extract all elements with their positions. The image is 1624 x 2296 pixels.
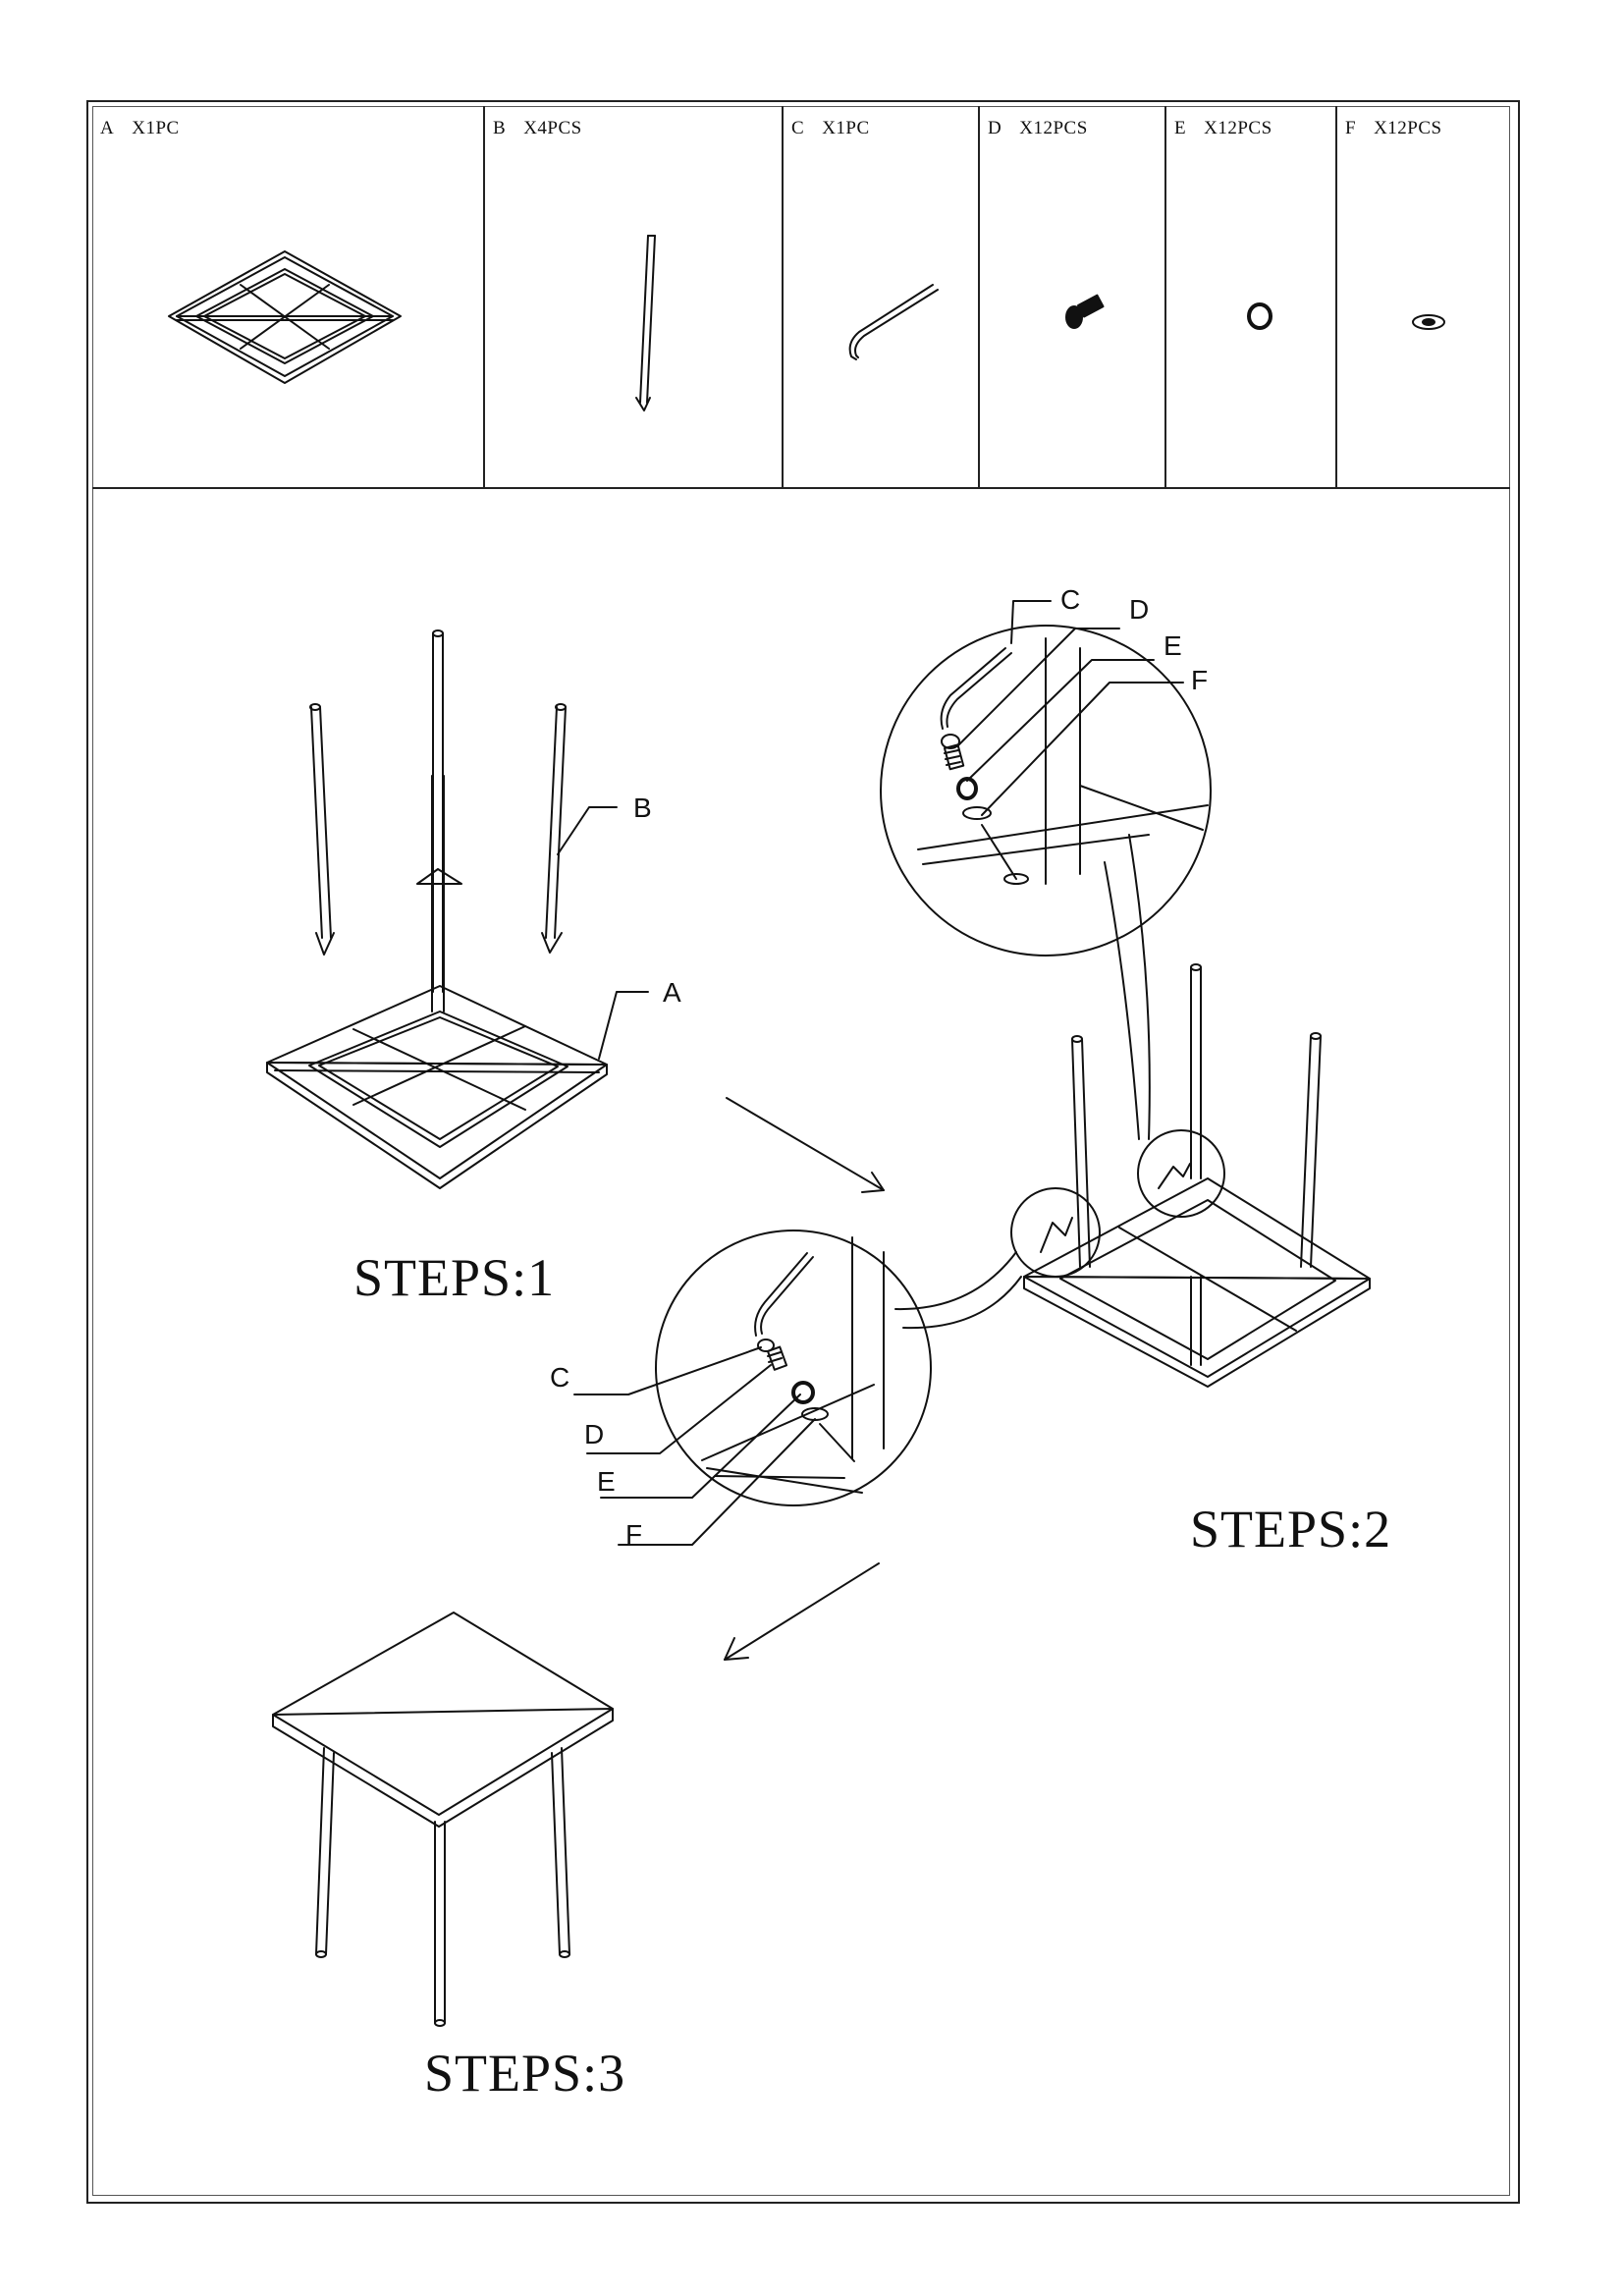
callout-e-bottom: E (597, 1466, 616, 1497)
callout-c-bottom: C (550, 1362, 569, 1393)
part-cell-f: F X12PCS (1337, 106, 1510, 489)
outer-frame (86, 100, 1520, 2204)
allen-key-icon (848, 284, 939, 360)
part-letter: E (1174, 118, 1187, 138)
part-label-b: B X4PCS (493, 118, 600, 139)
step1-label: STEPS:1 (353, 1248, 556, 1307)
leg-icon (635, 235, 656, 411)
part-qty: X12PCS (1204, 118, 1272, 138)
callout-a: A (663, 977, 681, 1008)
part-qty: X12PCS (1374, 118, 1442, 138)
part-qty: X4PCS (523, 118, 582, 138)
step2-label: STEPS:2 (1190, 1500, 1392, 1558)
callout-d-top: D (1129, 594, 1149, 625)
bolt-icon (1065, 294, 1105, 329)
part-qty: X1PC (132, 118, 180, 138)
callout-f-top: F (1191, 665, 1208, 695)
part-label-a: A X1PC (100, 118, 197, 139)
part-letter: C (791, 118, 805, 138)
part-cell-c: C X1PC (784, 106, 980, 489)
tabletop-frame-icon (168, 250, 402, 384)
callout-c-top: C (1060, 584, 1080, 615)
part-letter: D (988, 118, 1002, 138)
callout-e-top: E (1164, 630, 1182, 661)
part-label-c: C X1PC (791, 118, 888, 139)
flat-washer-icon (1412, 314, 1445, 330)
callout-b: B (633, 793, 652, 823)
callout-f-bottom: F (625, 1519, 642, 1550)
step1-drawing (266, 629, 649, 1189)
step2-drawing (1010, 963, 1371, 1388)
part-letter: F (1345, 118, 1357, 138)
part-qty: X1PC (822, 118, 870, 138)
callout-d-bottom: D (584, 1419, 604, 1449)
spring-washer-icon (1247, 302, 1272, 330)
part-cell-d: D X12PCS (980, 106, 1166, 489)
part-label-e: E X12PCS (1174, 118, 1290, 139)
arrow-step2-to-step3 (724, 1562, 880, 1661)
part-qty: X12PCS (1019, 118, 1088, 138)
part-cell-e: E X12PCS (1166, 106, 1337, 489)
part-cell-b: B X4PCS (485, 106, 784, 489)
inner-frame (92, 106, 1510, 2196)
part-letter: A (100, 118, 115, 138)
part-cell-a: A X1PC (92, 106, 485, 489)
part-label-d: D X12PCS (988, 118, 1106, 139)
detail-top (880, 600, 1212, 1140)
step3-label: STEPS:3 (424, 2044, 626, 2103)
part-letter: B (493, 118, 507, 138)
part-label-f: F X12PCS (1345, 118, 1460, 139)
step3-drawing (272, 1612, 614, 2027)
detail-bottom (573, 1230, 1022, 1546)
arrow-step1-to-step2 (726, 1097, 885, 1193)
